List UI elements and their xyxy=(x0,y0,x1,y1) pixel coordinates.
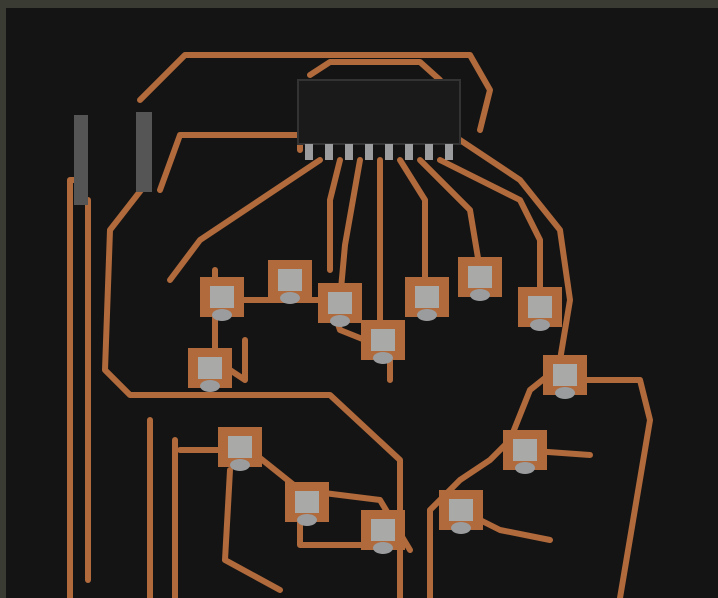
copper-trace xyxy=(457,137,573,363)
solder-joint xyxy=(530,319,550,331)
smd-led xyxy=(468,266,492,288)
copper-trace xyxy=(557,377,653,598)
solder-joint xyxy=(330,315,350,327)
smd-led xyxy=(513,439,537,461)
ic-pin xyxy=(305,144,313,160)
ic-pin xyxy=(425,144,433,160)
solder-joint xyxy=(470,289,490,301)
solder-joint xyxy=(200,380,220,392)
smd-led xyxy=(371,519,395,541)
smd-led xyxy=(210,286,234,308)
ic-chip xyxy=(297,79,461,145)
ic-pins xyxy=(305,144,453,160)
smd-led xyxy=(371,329,395,351)
smd-led xyxy=(328,292,352,314)
ic-pin xyxy=(385,144,393,160)
copper-trace xyxy=(417,157,483,273)
copper-trace xyxy=(427,367,558,598)
ic-pin xyxy=(325,144,333,160)
smd-led xyxy=(528,296,552,318)
solder-joint xyxy=(212,309,232,321)
header-left xyxy=(74,115,88,205)
ic-pin xyxy=(345,144,353,160)
copper-trace xyxy=(102,182,403,598)
copper-trace xyxy=(222,467,283,593)
copper-trace xyxy=(437,157,543,303)
solder-joint xyxy=(280,292,300,304)
pin-headers xyxy=(74,112,152,205)
ic-pin xyxy=(445,144,453,160)
solder-joint xyxy=(417,309,437,321)
solder-joint xyxy=(297,514,317,526)
smd-led xyxy=(198,357,222,379)
smd-led xyxy=(228,436,252,458)
ic-pin xyxy=(365,144,373,160)
copper-trace xyxy=(337,157,363,303)
solder-joint xyxy=(230,459,250,471)
copper-trace xyxy=(167,157,323,283)
header-left-2 xyxy=(136,112,152,192)
solder-joint xyxy=(555,387,575,399)
smd-led xyxy=(278,269,302,291)
copper-trace xyxy=(307,59,443,83)
smd-led xyxy=(415,286,439,308)
smd-led xyxy=(449,499,473,521)
copper-trace xyxy=(327,157,343,273)
solder-joint xyxy=(373,542,393,554)
copper-trace xyxy=(397,157,428,293)
ic-pin xyxy=(405,144,413,160)
smd-led xyxy=(295,491,319,513)
solder-joint xyxy=(451,522,471,534)
smd-led xyxy=(553,364,577,386)
led-array xyxy=(188,257,587,554)
solder-joint xyxy=(515,462,535,474)
solder-joint xyxy=(373,352,393,364)
copper-trace xyxy=(137,52,493,133)
